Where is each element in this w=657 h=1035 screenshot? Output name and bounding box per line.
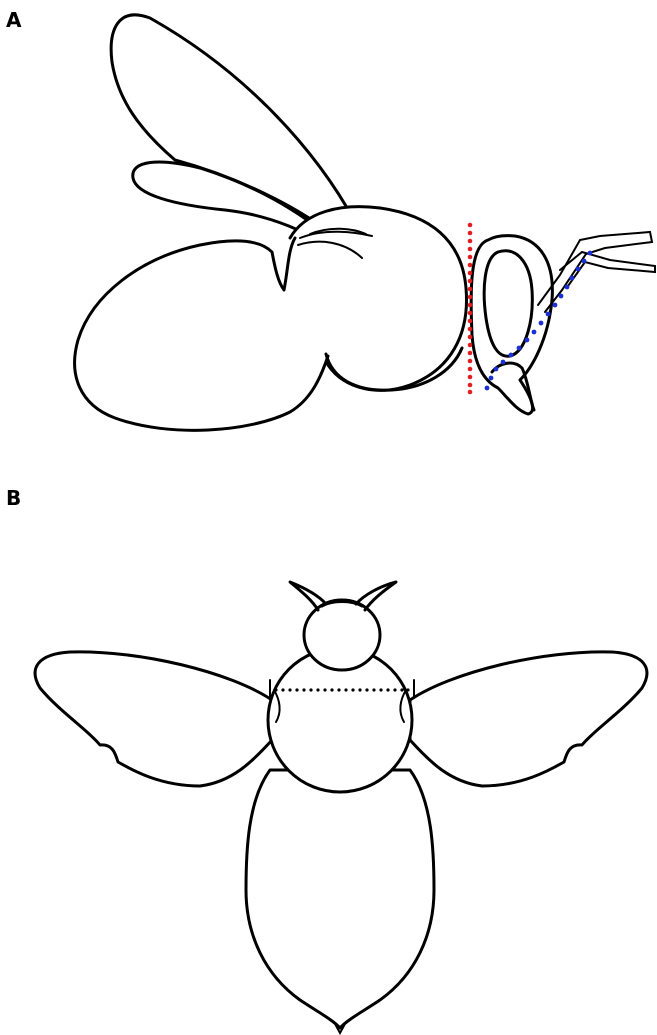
abdomen-lateral [75, 238, 328, 430]
right-wing-dorsal [410, 652, 647, 786]
antenna-upper [538, 232, 652, 312]
abdomen-dorsal [246, 770, 434, 1028]
left-wing-dorsal [35, 652, 272, 786]
head-dorsal [304, 600, 380, 670]
antenna-lower [560, 252, 655, 286]
panel-a-lateral-bee [75, 15, 655, 430]
panel-b-dorsal-bee [35, 582, 647, 1033]
